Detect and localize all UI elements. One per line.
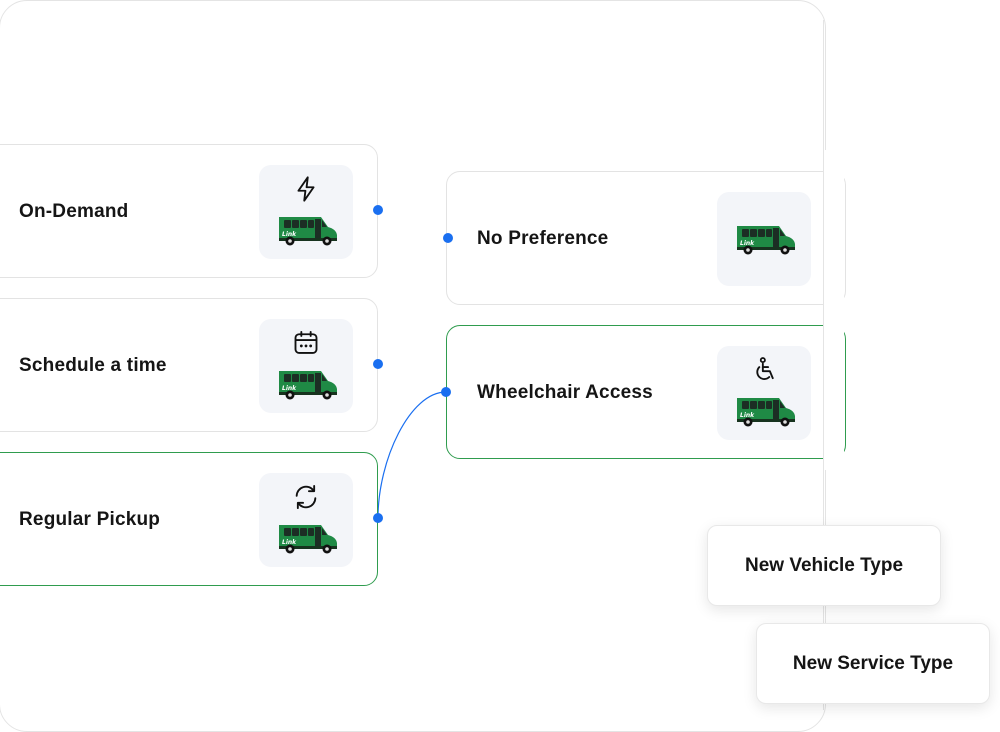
new-vehicle-type-button[interactable]: New Vehicle Type <box>707 525 941 606</box>
bus-icon <box>734 222 796 256</box>
pickup-card-schedule[interactable]: Schedule a time <box>0 298 378 432</box>
refresh-icon <box>295 484 317 510</box>
bus-icon <box>734 394 796 428</box>
pickup-label: Regular Pickup <box>19 509 161 530</box>
bus-icon <box>276 213 338 247</box>
pickup-label: On-Demand <box>19 201 129 222</box>
pickup-thumbnail <box>259 473 353 567</box>
vehicle-thumbnail <box>717 192 811 286</box>
new-service-type-button[interactable]: New Service Type <box>756 623 990 704</box>
wheelchair-input-handle[interactable] <box>441 387 451 397</box>
bus-icon <box>276 367 338 401</box>
vehicle-thumbnail <box>717 346 811 440</box>
vehicle-card-no-preference[interactable]: No Preference <box>446 171 846 305</box>
schedule-output-handle[interactable] <box>373 359 383 369</box>
on-demand-output-handle[interactable] <box>373 205 383 215</box>
panel-right-border <box>823 20 824 710</box>
lightning-icon <box>297 176 315 202</box>
pickup-card-on-demand[interactable]: On-Demand <box>0 144 378 278</box>
wheelchair-icon <box>756 357 774 380</box>
vehicle-label: No Preference <box>477 228 609 249</box>
bus-icon <box>276 521 338 555</box>
pickup-card-regular[interactable]: Regular Pickup <box>0 452 378 586</box>
vehicle-card-wheelchair[interactable]: Wheelchair Access <box>446 325 846 459</box>
panel-edge-mask <box>824 150 844 470</box>
regular-pickup-output-handle[interactable] <box>373 513 383 523</box>
vehicle-label: Wheelchair Access <box>477 382 653 403</box>
pickup-thumbnail <box>259 319 353 413</box>
calendar-icon <box>294 330 318 354</box>
pickup-label: Schedule a time <box>19 355 167 376</box>
pickup-thumbnail <box>259 165 353 259</box>
no-preference-input-handle[interactable] <box>443 233 453 243</box>
